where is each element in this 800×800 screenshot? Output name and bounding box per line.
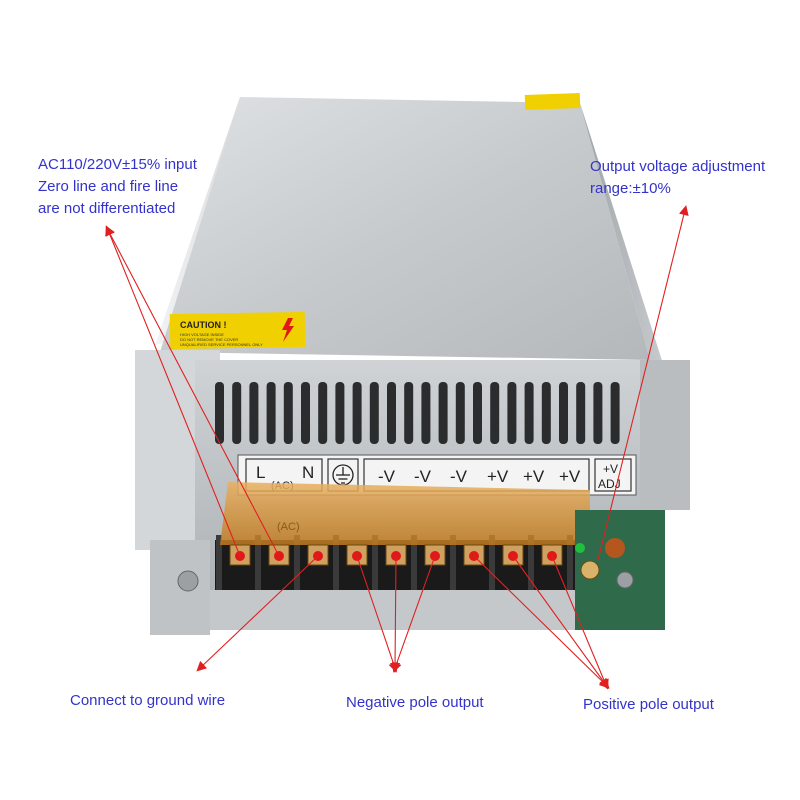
- callout-arrow-line: [473, 555, 610, 689]
- mounting-rail: [160, 590, 620, 630]
- indicator-led-icon: [575, 543, 585, 553]
- vent-slot: [352, 382, 362, 444]
- caution-note-3: UNQUALIFIED SERVICE PERSONNEL ONLY: [180, 342, 263, 347]
- terminal-screws: [229, 544, 563, 566]
- vent-slot: [266, 382, 276, 444]
- callout-adjust-line-1: Output voltage adjustment: [590, 158, 766, 175]
- vent-slot: [524, 382, 534, 444]
- callout-arrow-line: [105, 225, 280, 557]
- callout-ground: Connect to ground wire: [70, 692, 226, 709]
- terminal-rib: [450, 535, 456, 590]
- terminal-rib: [567, 535, 573, 590]
- case-right-flange: [635, 360, 690, 510]
- vent-slot: [507, 382, 517, 444]
- vent-slot: [455, 382, 465, 444]
- callout-input-line-2: Zero line and fire line: [38, 178, 179, 195]
- terminal-rib: [294, 535, 300, 590]
- vent-slot: [249, 382, 259, 444]
- label-adj-bottom: ADJ: [598, 477, 621, 491]
- label-neg-3: -V: [450, 467, 468, 486]
- label-pos-2: +V: [523, 467, 545, 486]
- vent-slot: [559, 382, 568, 444]
- callout-arrow-line: [512, 555, 609, 690]
- caution-title: CAUTION !: [180, 320, 227, 330]
- callout-arrow-line: [105, 225, 241, 557]
- adjust-potentiometer-icon: [580, 560, 600, 580]
- case-top-cover: [160, 97, 650, 360]
- top-sticker: [524, 93, 581, 110]
- callout-arrow-line: [551, 555, 609, 690]
- callout-arrow-line: [196, 555, 319, 672]
- terminal-rib: [333, 535, 339, 590]
- callout-arrow-line: [391, 555, 436, 673]
- vent-slot: [576, 382, 586, 444]
- vent-slot: [301, 382, 310, 444]
- terminal-ribs: [216, 535, 573, 590]
- terminal-rib: [528, 535, 534, 590]
- mounting-screw-right: [616, 571, 634, 589]
- warning-bolt-icon: [282, 318, 294, 342]
- callout-arrow-line: [597, 205, 689, 561]
- callout-input-line-1: AC110/220V±15% input: [38, 156, 197, 173]
- label-n: N: [302, 463, 314, 482]
- cover-label-ac: (AC): [277, 521, 300, 533]
- terminal-rib: [372, 535, 378, 590]
- callout-ac-input: AC110/220V±15% input Zero line and fire …: [38, 154, 197, 220]
- callout-negative: Negative pole output: [346, 694, 484, 711]
- label-l: L: [256, 463, 265, 482]
- caution-note-2: DO NOT REMOVE THE COVER: [180, 337, 238, 342]
- terminal-rib: [489, 535, 495, 590]
- capacitor-icon: [605, 538, 625, 558]
- vent-slot: [438, 382, 448, 444]
- vent-slot: [610, 382, 620, 444]
- mounting-screw-left: [177, 570, 199, 592]
- terminal-rib: [216, 535, 222, 590]
- terminal-rib: [255, 535, 261, 590]
- label-adj-top: +V: [603, 462, 618, 476]
- vent-slot: [593, 382, 603, 444]
- vent-slot: [215, 382, 224, 444]
- vent-slot: [283, 382, 293, 444]
- label-pos-1: +V: [487, 467, 509, 486]
- vent-slot: [490, 382, 500, 444]
- callout-positive: Positive pole output: [583, 696, 714, 713]
- caution-label: CAUTION ! HIGH VOLTAGE INSIDE DO NOT REM…: [169, 311, 306, 350]
- terminal-safety-cover: [220, 482, 590, 545]
- vent-slot: [387, 382, 396, 444]
- callout-arrow-line: [390, 555, 401, 673]
- vent-slot: [369, 382, 379, 444]
- terminal-labels: L (AC) N -V -V -V +V +V +V +V ADJ: [245, 458, 632, 492]
- label-neg-2: -V: [414, 467, 432, 486]
- vent-slot: [473, 382, 482, 444]
- callout-input-line-3: are not differentiated: [38, 200, 176, 217]
- label-pos-3: +V: [559, 467, 581, 486]
- callout-adjust-line-2: range:±10%: [590, 180, 671, 197]
- vent-slot: [541, 382, 551, 444]
- terminal-rib: [411, 535, 417, 590]
- caution-note-1: HIGH VOLTAGE INSIDE: [180, 332, 224, 337]
- vent-slot: [318, 382, 328, 444]
- callout-voltage-adjust: Output voltage adjustment range:±10%: [590, 156, 765, 200]
- vent-slot: [404, 382, 414, 444]
- vent-slot: [232, 382, 242, 444]
- vent-slot: [421, 382, 431, 444]
- case-left-side: [155, 97, 240, 345]
- callout-arrow-line: [356, 555, 399, 673]
- callout-arrows: [105, 205, 689, 690]
- vent-slots: [215, 382, 620, 444]
- vent-slot: [335, 382, 345, 444]
- label-neg-1: -V: [378, 467, 396, 486]
